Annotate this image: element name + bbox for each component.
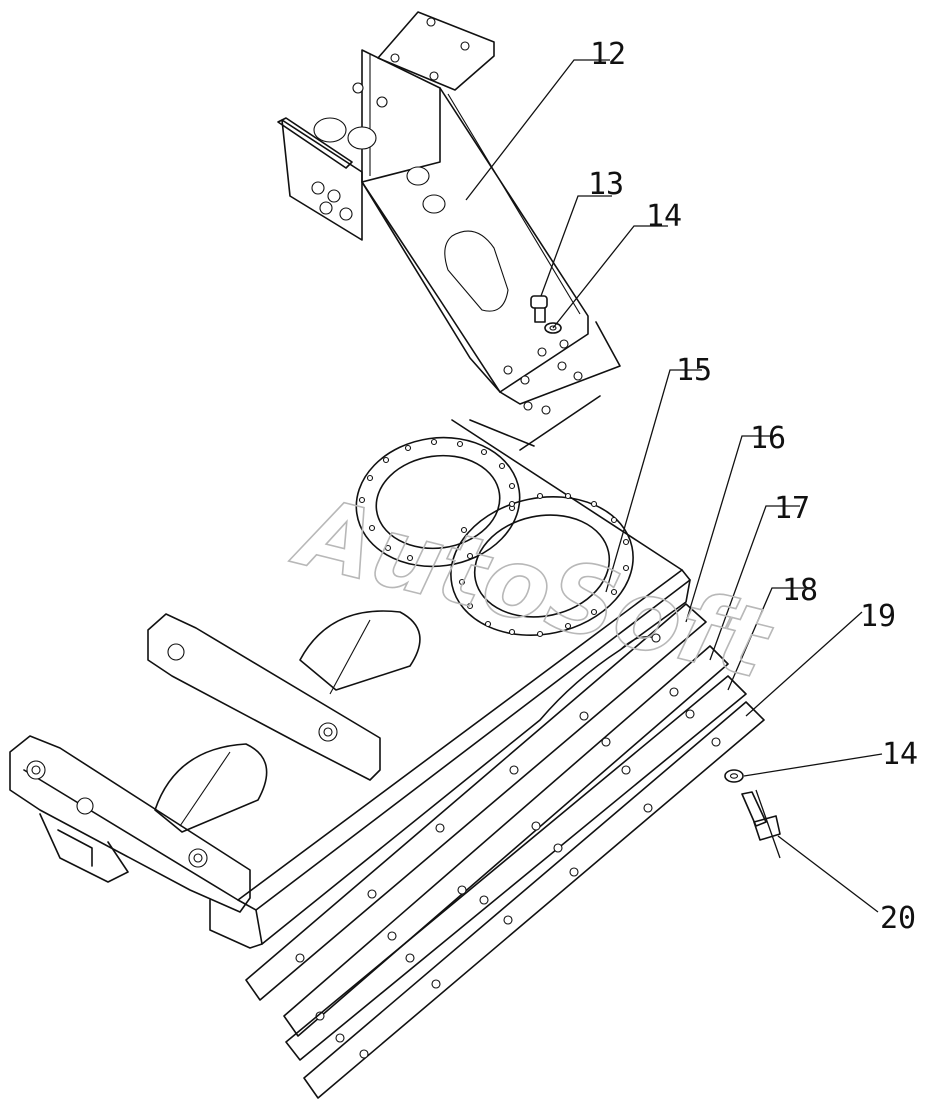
callout-13: 13 — [588, 167, 624, 202]
part-14-washer-lower — [724, 769, 744, 783]
leader-lines — [465, 59, 883, 913]
callout-19: 19 — [860, 599, 896, 634]
watermark-text: AutoSoft — [282, 474, 782, 701]
part-14-washer-upper — [544, 322, 562, 334]
main-frame — [9, 395, 691, 949]
callout-labels: 12 13 14 15 16 17 18 19 14 20 — [588, 37, 918, 936]
callout-20: 20 — [880, 901, 916, 936]
part-20-bolt — [741, 791, 781, 841]
part-12-bracket — [277, 11, 621, 415]
callout-17: 17 — [774, 491, 810, 526]
callout-18: 18 — [782, 573, 818, 608]
callout-14-lower: 14 — [882, 737, 918, 772]
part-13-bolt — [530, 295, 548, 323]
part-19-strip — [303, 701, 765, 1099]
part-17-strip — [283, 645, 729, 1037]
part-16-strip — [245, 603, 707, 1001]
part-15-flanges — [355, 436, 634, 638]
callout-12: 12 — [590, 37, 626, 72]
callout-16: 16 — [750, 421, 786, 456]
callout-15: 15 — [676, 353, 712, 388]
callout-14-upper: 14 — [646, 199, 682, 234]
part-18-strip — [285, 675, 747, 1061]
flange-bolt-holes — [358, 438, 630, 638]
